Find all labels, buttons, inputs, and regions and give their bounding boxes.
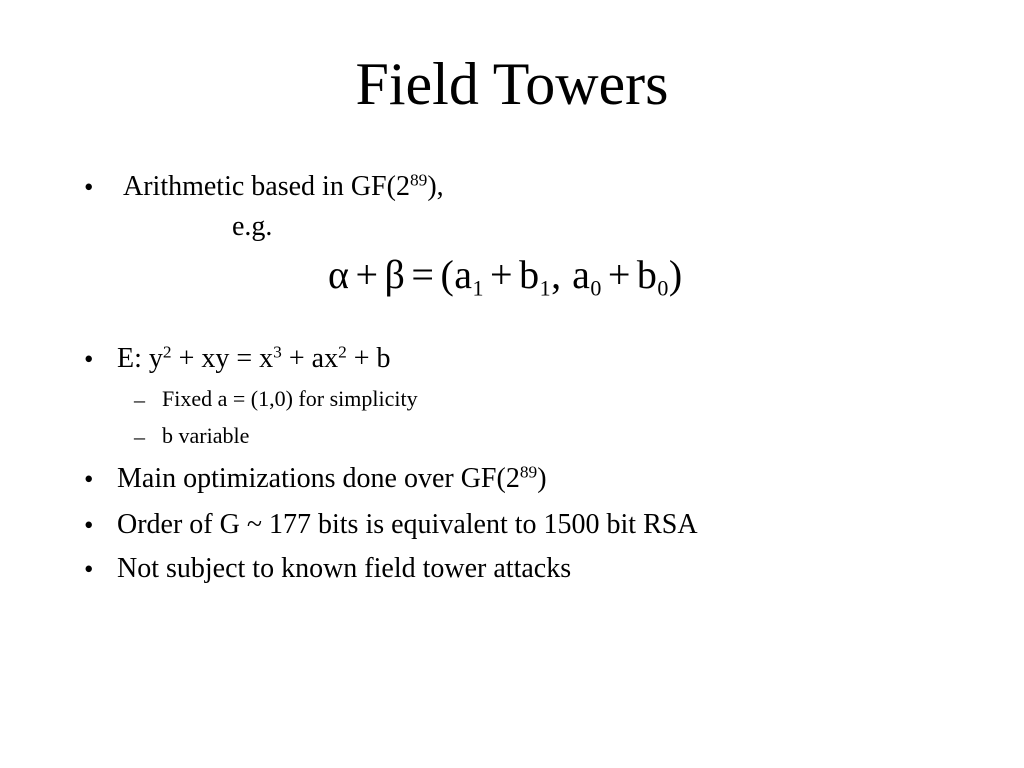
curve-exp-3: 2 [338, 342, 347, 362]
equation-comma-a: , a [551, 252, 591, 297]
equation: α+β=(a1+b1, a0+b0) [328, 252, 683, 300]
eg-label: e.g. [232, 211, 273, 242]
equation-sub-0b: 0 [657, 275, 669, 301]
bullet-not-subject: Not subject to known field tower attacks [117, 553, 572, 584]
curve-exp-1: 2 [162, 342, 172, 362]
bullet-dot-4: • [84, 510, 94, 540]
equation-close: ) [668, 252, 683, 297]
bullet-arithmetic-exponent: 89 [409, 170, 428, 190]
equation-equals: = [411, 252, 435, 297]
slide-title: Field Towers [355, 51, 669, 117]
bullet-dot-1: • [84, 172, 94, 202]
main-optimizations-exponent: 89 [519, 462, 538, 482]
bullet-main-optimizations: Main optimizations done over GF(289) [117, 462, 547, 494]
main-optimizations-tail: ) [537, 463, 547, 494]
bullet-dot-5: • [84, 554, 94, 584]
sub-dash-1: – [134, 387, 145, 412]
sub-dash-2: – [134, 424, 145, 449]
curve-part-3: + ax [281, 343, 339, 374]
equation-plus-2: + [490, 252, 514, 297]
equation-b-0: b [636, 252, 658, 297]
equation-sub-1a: 1 [472, 275, 485, 301]
sub-item-b-variable: b variable [162, 423, 250, 448]
bullet-arithmetic-tail: ), [427, 171, 444, 202]
equation-sub-0a: 0 [590, 275, 602, 301]
curve-part-2: + xy = x [171, 343, 274, 374]
equation-beta: β [384, 252, 406, 297]
sub-item-fixed-a: Fixed a = (1,0) for simplicity [162, 386, 418, 411]
bullet-dot-3: • [84, 464, 94, 494]
equation-alpha: α [328, 252, 350, 297]
bullet-arithmetic: Arithmetic based in GF(289), [123, 170, 444, 202]
bullet-order-of-g: Order of G ~ 177 bits is equivalent to 1… [117, 509, 698, 540]
equation-b-1: b [519, 252, 540, 297]
equation-open-a: (a [440, 252, 473, 297]
equation-sub-1b: 1 [539, 275, 552, 301]
bullet-arithmetic-text: Arithmetic based in GF(2 [123, 171, 410, 202]
bullet-curve-equation: E: y2 + xy = x3 + ax2 + b [117, 342, 391, 374]
bullet-dot-2: • [84, 344, 94, 374]
curve-part-1: E: y [117, 343, 163, 374]
curve-exp-2: 3 [273, 342, 282, 362]
equation-plus-3: + [607, 252, 631, 297]
equation-plus-1: + [355, 252, 379, 297]
main-optimizations-text: Main optimizations done over GF(2 [117, 463, 520, 494]
curve-part-4: + b [346, 343, 391, 374]
